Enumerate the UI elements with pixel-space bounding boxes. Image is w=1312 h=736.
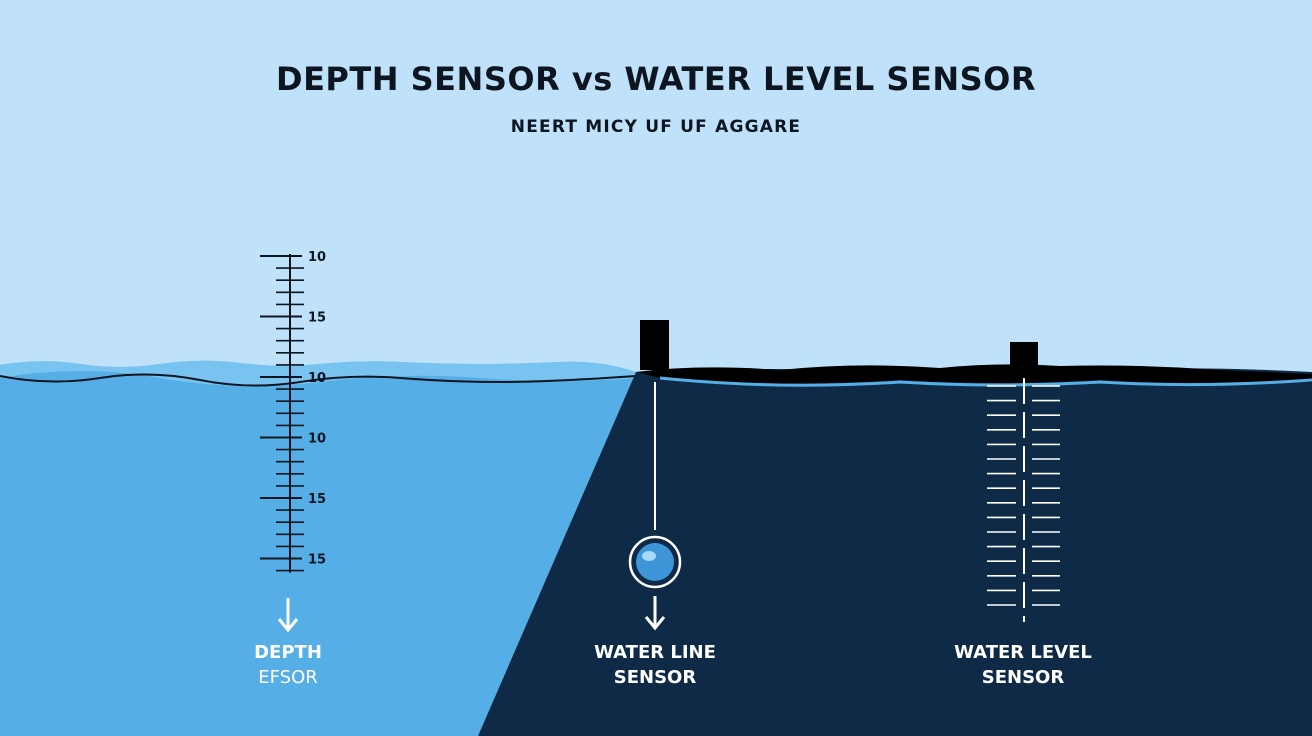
dark-water-surface-band [636,364,1312,384]
water-level-sensor-label-line2: SENSOR [981,667,1065,688]
depth-scale-tick-label: 10 [308,432,326,447]
water-line-sensor-label-line1: WATER LINE [594,642,716,663]
depth-scale-tick-label: 10 [308,371,326,386]
dark-water-body [478,368,1312,736]
water-level-sensor-housing [1010,342,1038,368]
depth-sensor-down-arrow-icon [277,598,299,633]
water-level-sensor-label: WATER LEVEL SENSOR [933,640,1113,690]
dark-water-highlight-line [659,376,1312,387]
light-water-body [0,360,636,736]
depth-scale-ruler: 10 15 10 10 15 15 [260,250,326,573]
water-line-sensor-down-arrow-icon [644,596,666,631]
float-bubble-icon [628,535,682,589]
water-line-sensor-label: WATER LINE SENSOR [565,640,745,690]
water-line-sensor-housing [640,320,669,370]
level-gauge-icon [987,378,1060,622]
depth-scale-tick-label: 15 [308,553,326,568]
diagram-title: DEPTH SENSOR vs WATER LEVEL SENSOR [276,60,1036,98]
diagram-subtitle: NEERT MICY UF UF AGGARE [510,117,802,137]
surface-wave-line [0,373,637,387]
depth-sensor-label: DEPTH EFSOR [228,640,348,690]
depth-sensor-label-line1: DEPTH [254,642,322,663]
depth-scale-tick-label: 15 [308,492,326,507]
water-level-sensor-label-line1: WATER LEVEL [954,642,1092,663]
light-water-surface-band [0,360,636,387]
water-line-sensor-label-line2: SENSOR [613,667,697,688]
depth-scale-tick-label: 15 [308,311,326,326]
depth-sensor-label-line2: EFSOR [258,667,318,688]
depth-scale-tick-label: 10 [308,250,326,265]
